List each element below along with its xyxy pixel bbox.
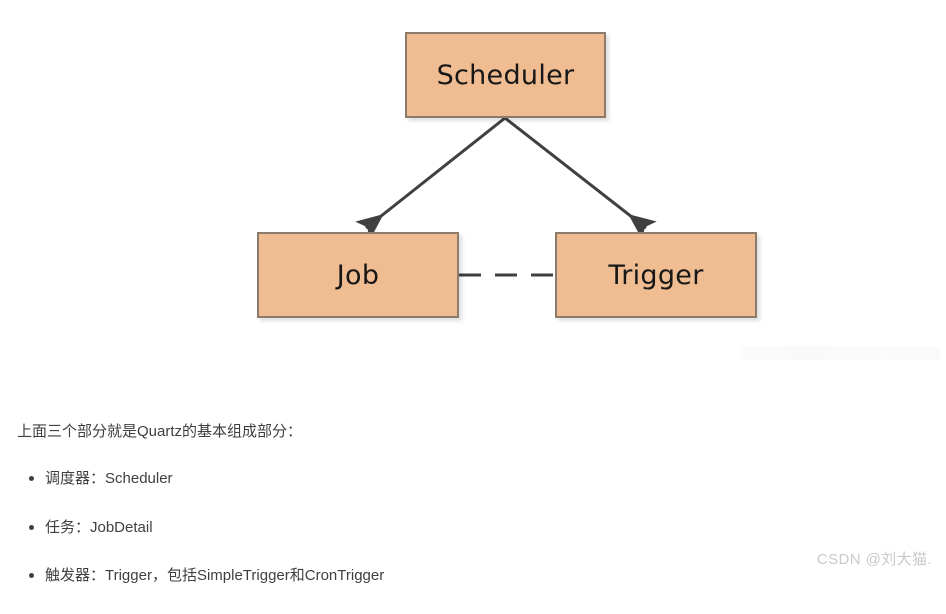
node-job-label: Job <box>336 259 380 291</box>
edge-scheduler-to-job <box>355 116 506 240</box>
node-scheduler: Scheduler <box>405 32 606 118</box>
edge-scheduler-to-trigger <box>504 116 657 240</box>
list-item-label: 触发器：Trigger，包括SimpleTrigger和CronTrigger <box>45 567 385 584</box>
intro-paragraph: 上面三个部分就是Quartz的基本组成部分： <box>17 423 303 440</box>
diagram-area: Scheduler Job Trigger <box>257 32 940 360</box>
list-item: 触发器：Trigger，包括SimpleTrigger和CronTrigger <box>29 565 946 588</box>
component-list: 调度器：Scheduler 任务：JobDetail 触发器：Trigger，包… <box>0 468 946 588</box>
bullet-dot-icon <box>29 524 34 530</box>
list-item-label: 调度器：Scheduler <box>45 470 173 487</box>
list-item: 调度器：Scheduler <box>29 468 946 491</box>
prose-section: 上面三个部分就是Quartz的基本组成部分： 调度器：Scheduler 任务：… <box>0 404 946 614</box>
bullet-dot-icon <box>29 573 34 578</box>
watermark: CSDN @刘大猫. <box>816 551 932 568</box>
node-trigger: Trigger <box>555 232 757 318</box>
bullet-dot-icon <box>29 476 34 481</box>
node-scheduler-label: Scheduler <box>436 59 575 91</box>
list-item-label: 任务：JobDetail <box>45 518 153 536</box>
diagram-connectors <box>355 116 657 277</box>
list-item: 任务：JobDetail <box>29 517 946 540</box>
node-trigger-label: Trigger <box>608 259 704 291</box>
node-job: Job <box>257 232 459 318</box>
faint-watermark-artifact <box>740 346 940 360</box>
